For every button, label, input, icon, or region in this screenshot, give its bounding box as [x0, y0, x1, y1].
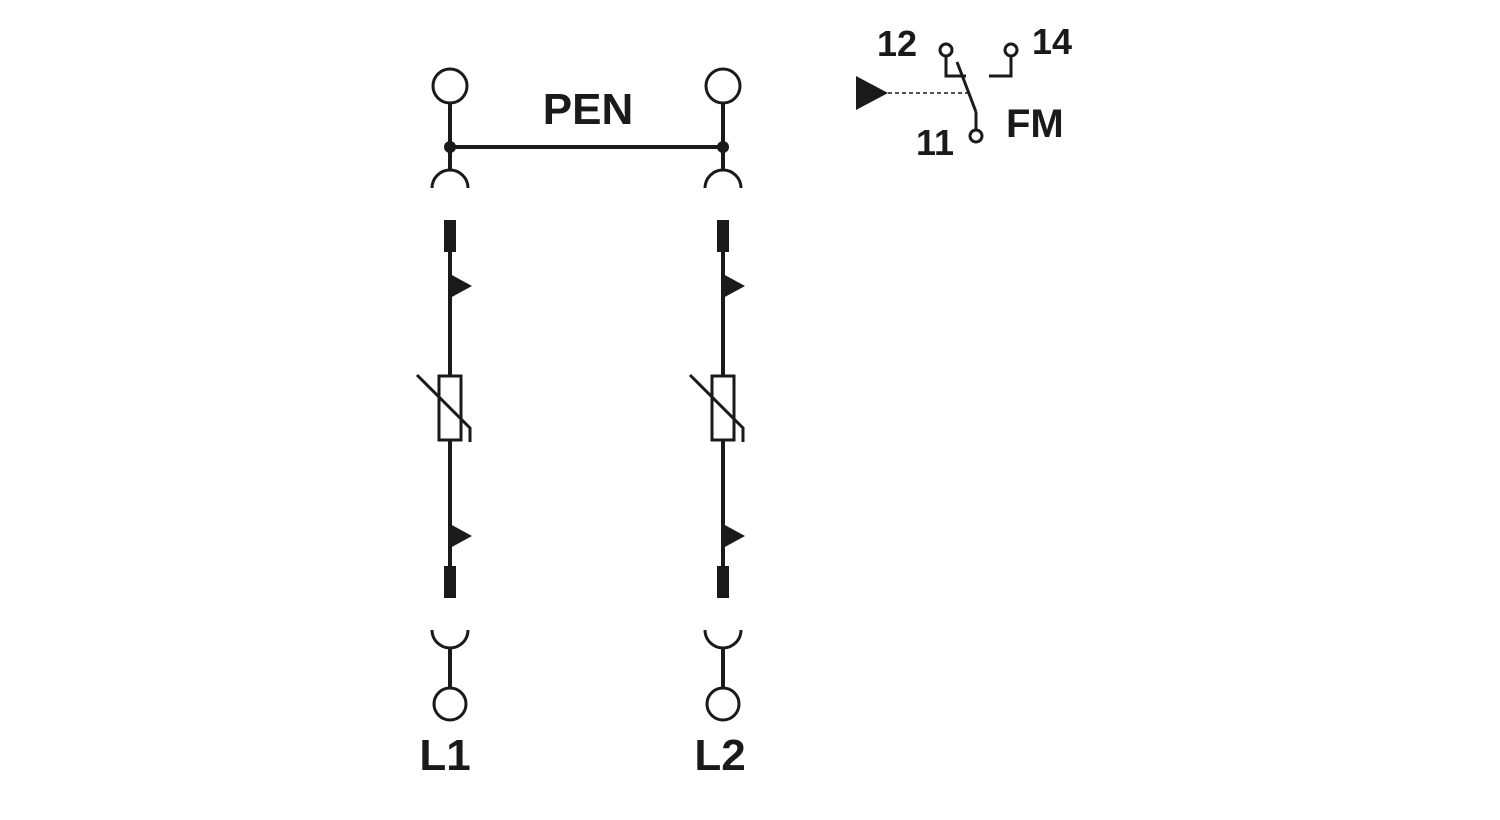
top-socket-l2 — [703, 168, 743, 189]
terminal-12-label: 12 — [877, 23, 917, 64]
fm-label: FM — [1006, 102, 1064, 146]
nc-contact-stub — [944, 56, 966, 78]
varistor-slash-l1 — [415, 373, 472, 442]
top-contact-l2 — [717, 220, 729, 252]
channel-l1: L1 — [415, 67, 472, 780]
terminal-label-l2: L2 — [694, 731, 745, 780]
terminal-14-circle[interactable] — [1003, 42, 1019, 58]
no-contact-stub — [989, 56, 1013, 78]
bottom-contact-l1 — [444, 566, 456, 598]
junction-dot-l2 — [717, 141, 729, 153]
terminal-label-l1: L1 — [419, 731, 470, 780]
terminal-14-label: 14 — [1032, 21, 1072, 62]
upper-flag-l1 — [450, 274, 472, 298]
junction-dot-l1 — [444, 141, 456, 153]
upper-flag-l2 — [723, 274, 745, 298]
fm-contact: 12 14 11 FM — [856, 21, 1072, 163]
top-terminal-l1[interactable] — [431, 67, 469, 105]
lower-flag-l2 — [723, 524, 745, 548]
lower-flag-l1 — [450, 524, 472, 548]
varistor-slash-l2 — [688, 373, 745, 442]
switch-blade — [955, 61, 978, 113]
bottom-contact-l2 — [717, 566, 729, 598]
top-socket-l1 — [430, 168, 470, 189]
bottom-socket-l2 — [703, 629, 743, 650]
terminal-11-label: 11 — [916, 122, 954, 163]
top-terminal-l2[interactable] — [704, 67, 742, 105]
terminal-11-circle[interactable] — [968, 128, 984, 144]
top-contact-l1 — [444, 220, 456, 252]
actuator-arrow-icon — [856, 76, 888, 110]
bottom-terminal-l2[interactable] — [705, 686, 741, 722]
channel-l2: L2 — [688, 67, 746, 780]
pen-label: PEN — [543, 85, 633, 134]
terminal-12-circle[interactable] — [938, 42, 954, 58]
bottom-socket-l1 — [430, 629, 470, 650]
bottom-terminal-l1[interactable] — [432, 686, 468, 722]
